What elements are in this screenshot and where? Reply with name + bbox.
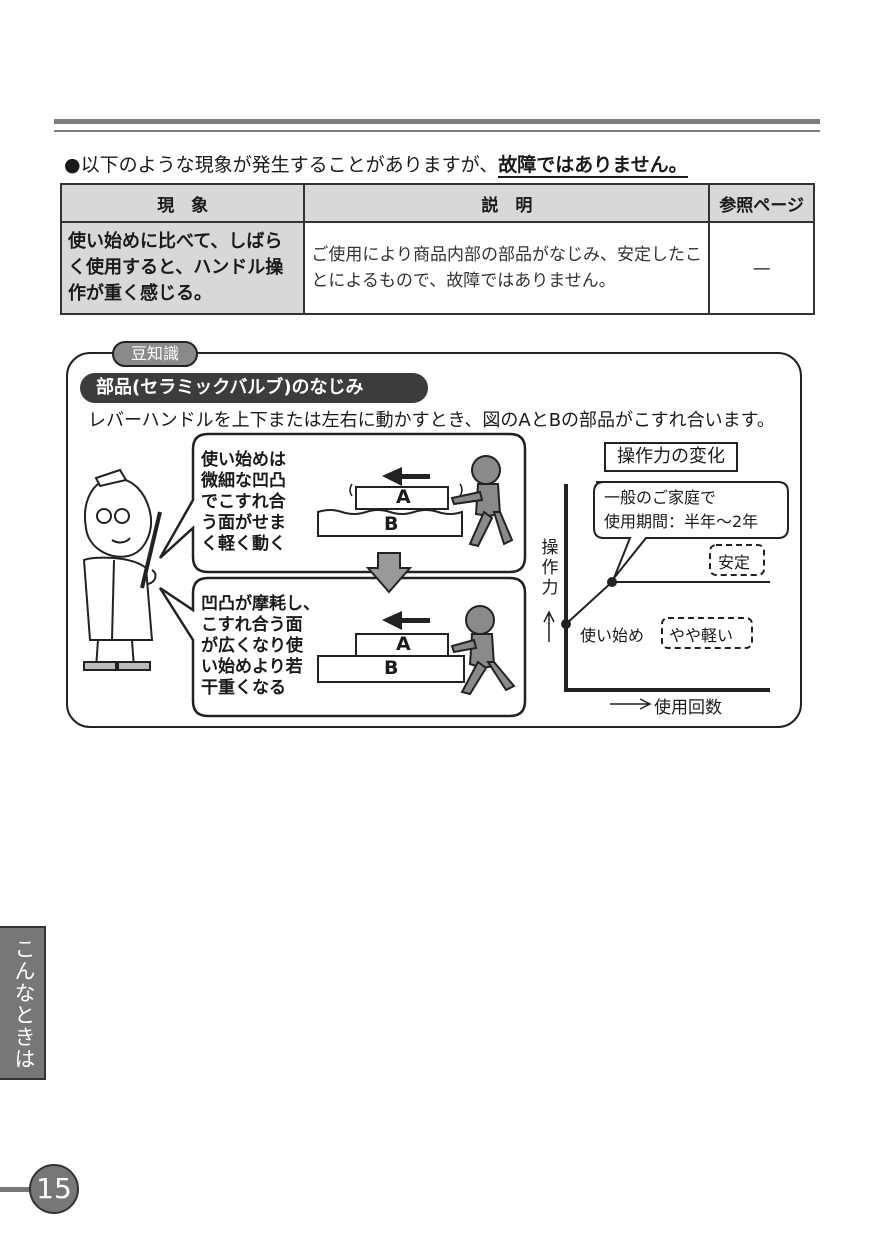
tip-title: 部品(セラミックバルブ)のなじみ xyxy=(80,373,428,403)
page-number: 15 xyxy=(29,1164,79,1214)
header-rule-thin xyxy=(54,130,820,132)
part-b-label-top: B xyxy=(384,513,399,535)
cell-explanation: ご使用により商品内部の部品がなじみ、安定したことによるもので、故障ではありません… xyxy=(303,221,711,315)
tip-lead: レバーハンドルを上下または左右に動かすとき、図のAとBの部品がこすれ合います。 xyxy=(88,410,775,431)
header-symptom: 現 象 xyxy=(59,183,306,223)
pusher-figure-top xyxy=(450,455,514,548)
bubble2-text: 凹凸が摩耗し、 こすれ合う面 が広くなり使 い始めより若 干重くなる xyxy=(201,594,320,698)
part-a-label-bottom: A xyxy=(396,633,411,655)
scientist-illustration xyxy=(82,468,162,671)
label-light: やや軽い xyxy=(669,626,734,645)
intro-text: ●以下のような現象が発生することがありますが、故障ではありません。 xyxy=(64,150,688,178)
trouble-table: 現 象 説 明 参照ページ 使い始めに比べて、しばらく使用すると、ハンドル操作が… xyxy=(59,183,815,315)
pusher-figure-bottom xyxy=(450,605,516,696)
x-axis-label: 使用回数 xyxy=(654,698,722,718)
graph-title: 操作力の変化 xyxy=(604,442,738,472)
speech-bubble-1 xyxy=(158,432,527,574)
graph-note: 一般のご家庭で 使用期間：半年〜2年 xyxy=(604,488,759,531)
tip-tag: 豆知識 xyxy=(112,341,198,367)
table-row: 使い始めに比べて、しばらく使用すると、ハンドル操作が重く感じる。 ご使用により商… xyxy=(59,221,815,315)
intro-lead: ●以下のような現象が発生することがありますが、 xyxy=(64,154,499,176)
force-graph xyxy=(543,481,789,710)
header-ref: 参照ページ xyxy=(708,183,815,223)
label-start: 使い始め xyxy=(580,626,645,645)
y-axis-label: 操作力 xyxy=(541,538,559,598)
header-explanation: 説 明 xyxy=(303,183,711,223)
part-b-label-bottom: B xyxy=(384,657,399,679)
part-a-label-top: A xyxy=(396,486,411,508)
cell-symptom: 使い始めに比べて、しばらく使用すると、ハンドル操作が重く感じる。 xyxy=(59,221,306,315)
intro-emphasis: 故障ではありません。 xyxy=(498,154,688,178)
down-arrow xyxy=(365,552,413,594)
page-number-line xyxy=(0,1187,44,1192)
table-header-row: 現 象 説 明 参照ページ xyxy=(59,183,815,223)
tip-box xyxy=(66,352,802,728)
cell-ref: — xyxy=(708,221,815,315)
valve-diagram-bottom xyxy=(317,611,465,683)
header-rule-thick xyxy=(54,119,820,124)
valve-diagram-top xyxy=(317,467,463,537)
label-stable: 安定 xyxy=(718,553,751,572)
side-tab: こんなときは xyxy=(0,926,46,1080)
bubble1-text: 使い始めは 微細な凹凸 でこすれ合 う面がせま く軽く動く xyxy=(201,450,286,554)
